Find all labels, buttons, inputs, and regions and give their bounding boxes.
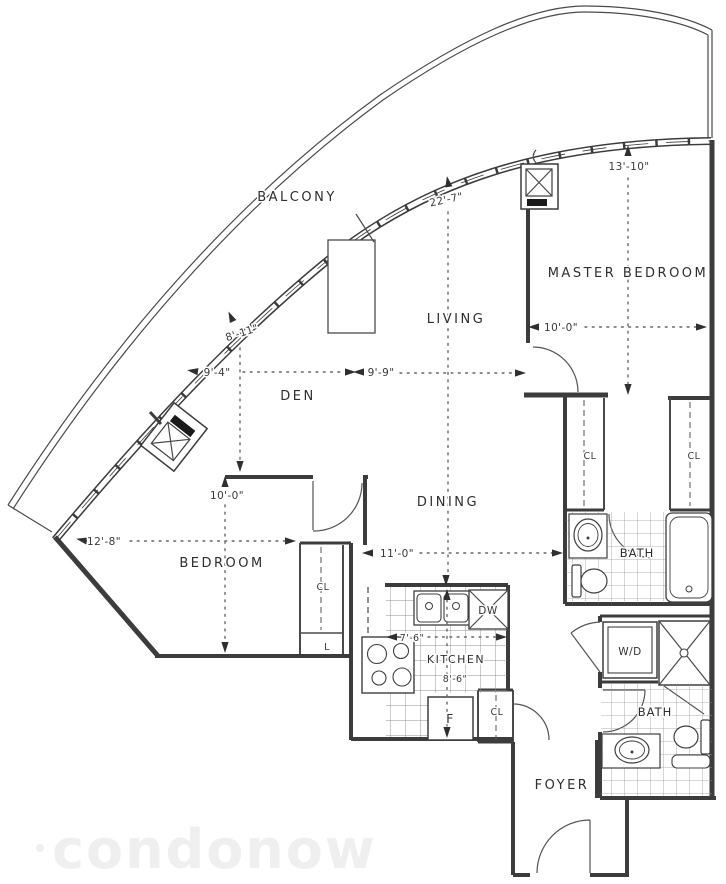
shower-stall bbox=[658, 620, 711, 686]
closet-label-bedroom: CL bbox=[317, 582, 330, 593]
room-label-den: DEN bbox=[280, 389, 315, 404]
column-top bbox=[520, 149, 559, 210]
kitchen-area bbox=[361, 587, 509, 741]
condonow-watermark: condonow bbox=[36, 818, 377, 881]
vanity-sink bbox=[568, 513, 608, 559]
watermark-dot-icon bbox=[36, 844, 44, 852]
toilet bbox=[671, 719, 711, 769]
balcony-outline bbox=[7, 5, 713, 533]
toilet bbox=[571, 564, 608, 598]
laundry-door bbox=[570, 621, 601, 673]
column-marker bbox=[527, 199, 547, 206]
second-bath bbox=[601, 684, 712, 796]
room-label-bedroom: BEDROOM bbox=[179, 556, 264, 571]
entry-door bbox=[536, 819, 591, 874]
dim-kitchen-depth: 8'-6" bbox=[443, 674, 468, 685]
washer-dryer-unit bbox=[602, 621, 658, 679]
vanity-sink bbox=[601, 733, 661, 769]
room-label-kitchen: KITCHEN bbox=[427, 653, 485, 666]
room-label-master-bedroom: MASTER BEDROOM bbox=[548, 266, 709, 281]
closet-label-foyer: CL bbox=[491, 707, 504, 718]
dim-kitchen-width: 7'-6" bbox=[400, 633, 425, 644]
room-label-living: LIVING bbox=[427, 312, 486, 327]
dishwasher bbox=[468, 589, 509, 630]
bathtub bbox=[665, 512, 713, 603]
washer-dryer-label: W/D bbox=[618, 646, 642, 658]
closet-label-master-right: CL bbox=[688, 451, 701, 462]
bedroom-door bbox=[312, 481, 363, 532]
closet-label-master-left: CL bbox=[584, 451, 597, 462]
dimension-lines bbox=[129, 177, 698, 729]
stove bbox=[361, 636, 415, 694]
closet-rods bbox=[320, 400, 691, 740]
master-bedroom-door bbox=[532, 346, 579, 393]
double-sink bbox=[413, 590, 471, 626]
room-label-bath-second: BATH bbox=[638, 705, 673, 719]
room-label-bath-main: BATH bbox=[620, 546, 655, 560]
column-marker bbox=[169, 414, 196, 438]
dim-bedroom-depth: 10'-0" bbox=[210, 490, 244, 502]
fridge bbox=[427, 696, 474, 741]
dim-bedroom-window: 12'-8" bbox=[87, 536, 121, 548]
dishwasher-label: DW bbox=[478, 605, 498, 617]
interior-walls bbox=[53, 140, 716, 877]
linen-closet-label: L bbox=[324, 642, 330, 653]
window-wall bbox=[51, 137, 712, 543]
dim-master-depth: 10'-0" bbox=[544, 322, 578, 334]
column-den bbox=[139, 401, 209, 473]
watermark-text: condonow bbox=[52, 818, 377, 881]
fridge-label: F bbox=[446, 711, 454, 726]
dimension-arrows bbox=[76, 145, 707, 738]
laundry-shower bbox=[602, 620, 711, 686]
dim-dining-width: 11'-0" bbox=[380, 548, 414, 560]
room-label-dining: DINING bbox=[417, 495, 479, 510]
foyer-closet-door bbox=[512, 703, 550, 741]
dim-den-width: 9'-4" bbox=[204, 367, 231, 379]
dim-master-width: 13'-10" bbox=[608, 161, 649, 173]
main-bath bbox=[566, 512, 713, 603]
dim-living-width: 9'-9" bbox=[368, 367, 395, 379]
balcony-door bbox=[327, 213, 376, 334]
room-label-foyer: FOYER bbox=[535, 778, 590, 793]
room-label-balcony: BALCONY bbox=[257, 190, 337, 205]
